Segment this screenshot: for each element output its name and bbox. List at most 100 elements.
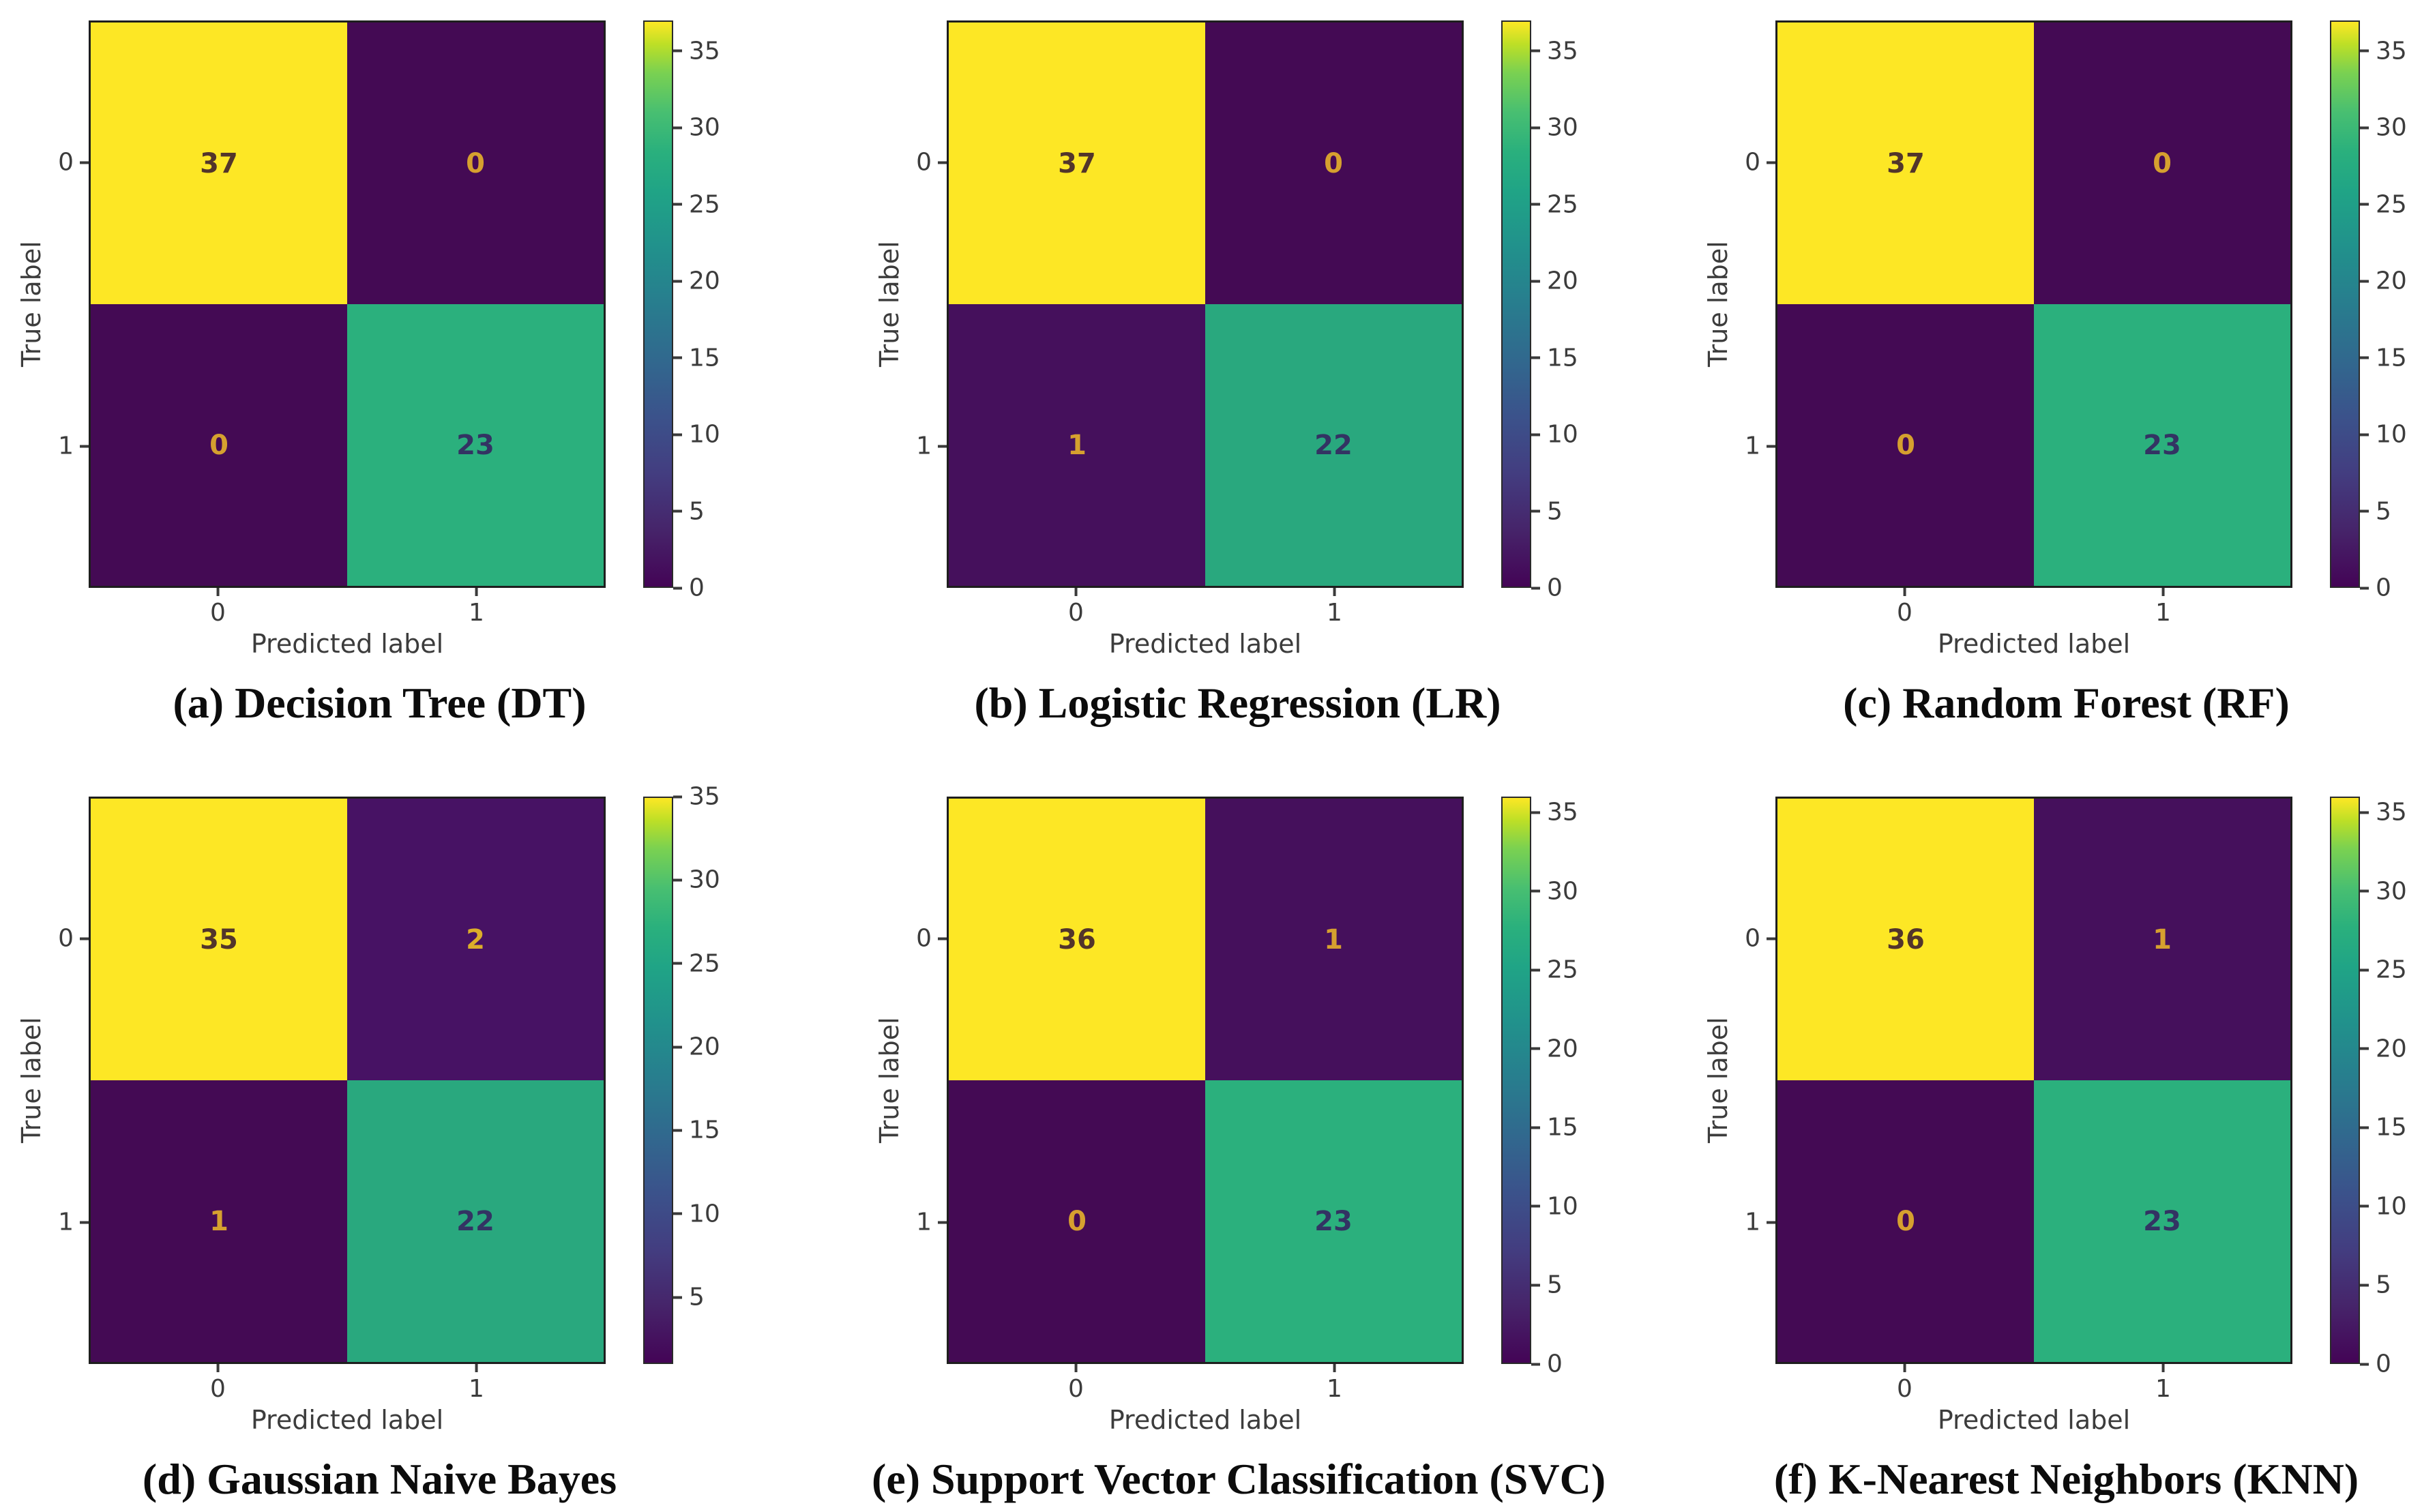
y-axis-ticks: 0 1 [1736,20,1775,588]
colorbar-tick: 20 [2360,1035,2407,1063]
y-tick-0: 0 [58,149,89,177]
tick-mark [673,795,682,798]
y-axis-label: True label [1703,241,1733,368]
colorbar-tick: 20 [2360,267,2407,295]
matrix-cell-11: 23 [2034,304,2290,586]
colorbar-tick: 35 [2360,37,2407,65]
colorbar-tick-label: 20 [2376,1035,2407,1063]
matrix-cell-01: 1 [1205,799,1462,1080]
panel-caption-d: (d) Gaussian Naive Bayes [142,1455,617,1503]
tick-mark [1767,161,1775,164]
colorbar-tick-label: 25 [1547,955,1578,984]
matrix-cell-00: 36 [949,799,1205,1080]
tick-mark [2360,1126,2369,1129]
matrix-cell-10: 0 [949,1080,1205,1362]
x-tick-0: 0 [1897,588,1913,627]
tick-mark [673,509,682,513]
tick-mark [2360,968,2369,972]
colorbar-tick-label: 20 [1547,267,1578,295]
colorbar-tick: 25 [2360,956,2407,984]
tick-mark [1531,1047,1540,1050]
tick-mark [2360,509,2369,513]
x-axis-label: Predicted label [1108,629,1302,659]
colorbar-tick-label: 15 [2376,1113,2407,1142]
tick-mark [1903,1364,1906,1372]
tick-mark [938,445,947,447]
matrix-cell-10: 0 [91,304,347,586]
heatmap-matrix: 36 1 0 23 [947,797,1464,1364]
heatmap-matrix: 37 0 0 23 [1775,20,2292,588]
tick-mark [2360,889,2369,893]
panel-caption-a: (a) Decision Tree (DT) [173,679,587,727]
x-tick-0: 0 [210,588,226,627]
matrix-cell-01: 0 [2034,23,2290,304]
colorbar-tick: 25 [673,190,720,218]
matrix-cell-10: 1 [91,1080,347,1362]
tick-mark [1531,889,1540,893]
tick-mark [1531,968,1540,972]
y-tick-0: 0 [1745,925,1775,953]
colorbar-tick: 15 [1531,1114,1578,1142]
tick-mark [673,962,682,965]
colorbar-tick: 25 [1531,190,1578,218]
tick-mark [1903,588,1906,596]
matrix-cell-00: 36 [1777,799,2034,1080]
colorbar-tick-label: 25 [2376,190,2407,219]
colorbar-tick-label: 5 [2376,497,2391,526]
matrix-cell-11: 23 [347,304,604,586]
y-tick-1: 1 [58,1209,89,1236]
colorbar-tick: 15 [673,344,720,372]
colorbar-tick: 35 [1531,799,1578,827]
matrix-cell-01: 2 [347,799,604,1080]
matrix-cell-10: 0 [1777,304,2034,586]
colorbar-gradient [2330,20,2360,588]
y-axis-ticks: 0 1 [1736,797,1775,1364]
colorbar-tick-label: 0 [1547,1350,1563,1378]
panel-caption-c: (c) Random Forest (RF) [1843,679,2290,727]
y-axis-ticks: 0 1 [49,797,89,1364]
colorbar-tick-label: 35 [1547,798,1578,827]
tick-mark [475,1364,478,1372]
y-tick-1: 1 [58,432,89,460]
matrix-cell-00: 37 [1777,23,2034,304]
matrix-cell-00: 35 [91,799,347,1080]
y-tick-0: 0 [916,149,947,177]
tick-mark [216,1364,220,1372]
colorbar-tick: 10 [2360,1192,2407,1220]
tick-mark [673,587,682,589]
heatmap-matrix: 36 1 0 23 [1775,797,2292,1364]
colorbar-gradient [1501,20,1531,588]
y-axis-label: True label [874,1017,904,1144]
tick-mark [1531,280,1540,283]
tick-mark [673,280,682,283]
tick-mark [938,937,947,940]
colorbar-tick-label: 10 [2376,420,2407,449]
colorbar-tick: 0 [1531,1350,1563,1378]
colorbar-tick: 5 [673,497,705,525]
matrix-cell-01: 0 [347,23,604,304]
colorbar-tick: 30 [673,866,720,894]
colorbar-tick-label: 5 [2376,1271,2391,1299]
colorbar-tick: 10 [673,421,720,449]
x-tick-1: 1 [1327,588,1342,627]
x-axis-ticks: 0 1 [947,1364,1464,1404]
colorbar-tick-label: 0 [2376,574,2391,602]
colorbar-tick: 30 [1531,877,1578,905]
tick-mark [216,588,220,596]
tick-mark [673,1046,682,1049]
matrix-cell-00: 37 [91,23,347,304]
tick-mark [1531,49,1540,53]
matrix-cell-00: 37 [949,23,1205,304]
colorbar-tick-label: 0 [1547,574,1563,602]
colorbar-tick: 30 [673,114,720,142]
x-axis-ticks: 0 1 [89,1364,606,1404]
tick-mark [1074,588,1078,596]
colorbar-tick-label: 15 [1547,1113,1578,1142]
